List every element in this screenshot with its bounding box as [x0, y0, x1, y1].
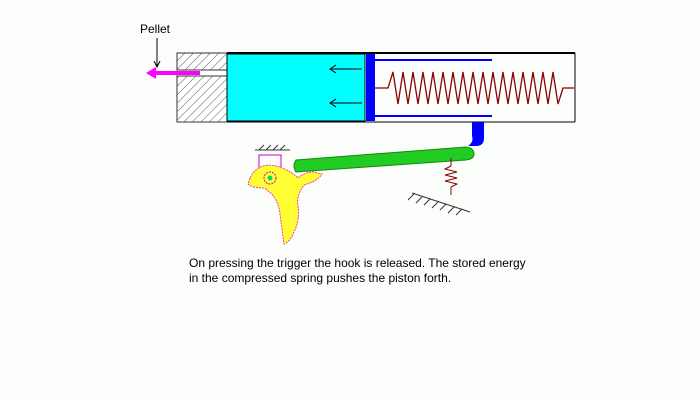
- hatched-ground-icon: [407, 192, 471, 216]
- caption-line-1: On pressing the trigger the hook is rele…: [189, 256, 526, 270]
- pellet-arrow-icon: [146, 67, 200, 79]
- pivot-icon: [255, 144, 290, 171]
- caption-line-2: in the compressed spring pushes the pist…: [189, 271, 452, 285]
- pellet-pointer: [153, 38, 161, 69]
- left-arrow-icon: [329, 98, 362, 108]
- piston: [366, 54, 492, 121]
- diagram-caption: On pressing the trigger the hook is rele…: [189, 256, 609, 286]
- air-chamber: [226, 53, 366, 122]
- cylinder: [227, 52, 576, 123]
- pellet-label: Pellet: [140, 22, 171, 36]
- trigger-hook: [247, 164, 323, 245]
- spring: [375, 71, 574, 105]
- sear-catch: [468, 122, 484, 146]
- left-arrow-icon: [329, 64, 362, 74]
- trigger-lever: [293, 146, 475, 173]
- lever-spring: [443, 158, 459, 195]
- barrel-block: [176, 52, 228, 123]
